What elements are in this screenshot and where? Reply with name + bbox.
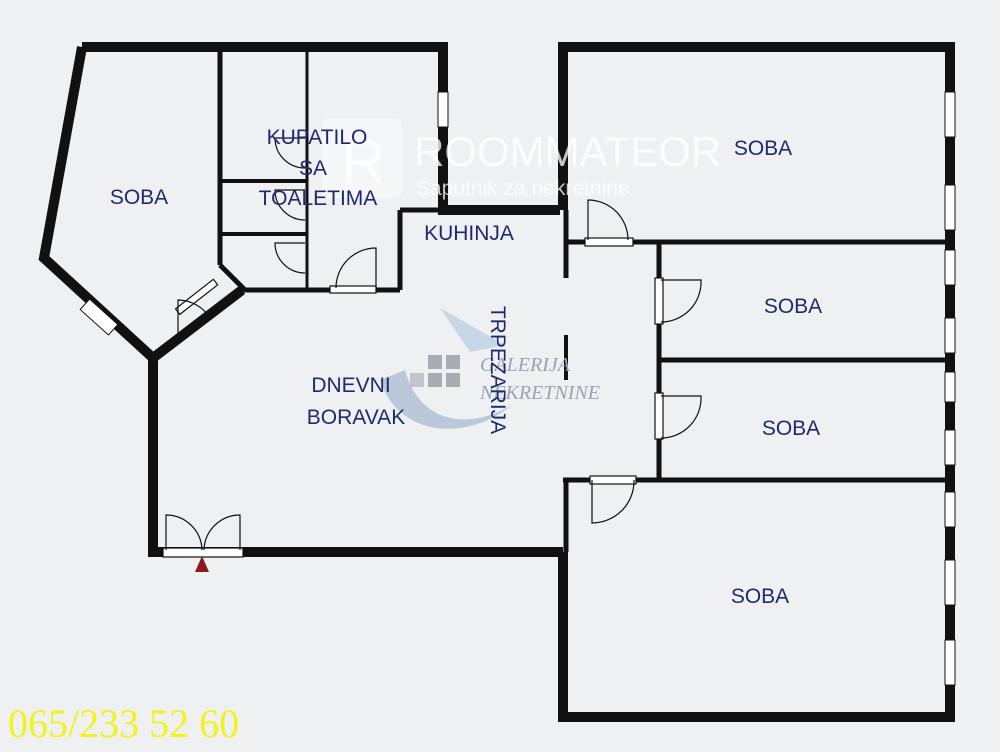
door-soba-mid1 xyxy=(654,277,702,325)
door-soba-left xyxy=(174,278,219,335)
window-right-7 xyxy=(944,491,956,528)
galerija-swoosh-icon xyxy=(380,370,512,429)
door-bath-3 xyxy=(274,242,306,274)
windows xyxy=(79,91,956,686)
window-right-2 xyxy=(944,184,956,231)
outer-wall-living-left xyxy=(148,358,563,557)
window-soba-left-angled xyxy=(79,298,119,336)
label-trpezarija: TRPEZARIJA xyxy=(486,306,509,434)
label-soba-left: SOBA xyxy=(110,186,168,209)
window-right-9 xyxy=(944,639,956,686)
door-soba-top-right xyxy=(584,199,634,247)
window-right-6 xyxy=(944,429,956,466)
window-right-3 xyxy=(944,249,956,286)
galerija-grid-icon xyxy=(410,355,460,387)
door-soba-bottom-right xyxy=(589,475,637,524)
label-soba-mid2: SOBA xyxy=(762,417,820,440)
contact-phone: 065/233 52 60 xyxy=(8,701,239,746)
label-soba-mid1: SOBA xyxy=(764,295,822,318)
label-kupatilo-3: TOALETIMA xyxy=(259,187,378,210)
door-entrance xyxy=(162,514,244,558)
roommateor-watermark: R ROOMMATEOR Saputnik za nekretnine xyxy=(322,118,721,200)
label-dnevni-1: DNEVNI xyxy=(311,374,390,397)
window-right-1 xyxy=(944,91,956,138)
galerija-line1: GALERIJA xyxy=(480,354,571,376)
window-right-5 xyxy=(944,371,956,403)
doors xyxy=(162,137,702,558)
galerija-watermark: GALERIJA NEKRETNINE xyxy=(380,308,600,429)
label-soba-top-right: SOBA xyxy=(734,137,792,160)
label-kupatilo-2: SA xyxy=(299,157,327,180)
outer-wall-left-block xyxy=(82,42,560,215)
galerija-line2: NEKRETNINE xyxy=(479,382,600,404)
roommateor-tagline: Saputnik za nekretnine xyxy=(416,177,630,200)
window-right-4 xyxy=(944,317,956,354)
roommateor-logo-letter: R xyxy=(341,128,386,197)
interior-walls xyxy=(217,47,950,552)
door-bath-main xyxy=(329,247,377,294)
roommateor-logo-icon xyxy=(322,118,402,198)
door-soba-mid2 xyxy=(654,392,702,440)
room-labels: SOBA KUPATILO SA TOALETIMA KUHINJA TRPEZ… xyxy=(110,126,822,608)
label-soba-bottom-right: SOBA xyxy=(731,585,789,608)
door-bath-2 xyxy=(274,189,306,221)
galerija-swoosh-top-icon xyxy=(440,308,505,352)
roommateor-brand: ROOMMATEOR xyxy=(414,128,721,175)
label-dnevni-2: BORAVAK xyxy=(307,406,405,429)
door-bath-1 xyxy=(274,137,306,169)
label-kupatilo-1: KUPATILO xyxy=(267,126,368,149)
entrance-marker-icon xyxy=(195,556,209,572)
window-bath xyxy=(437,91,449,128)
window-right-8 xyxy=(944,559,956,606)
label-kuhinja: KUHINJA xyxy=(424,222,514,245)
